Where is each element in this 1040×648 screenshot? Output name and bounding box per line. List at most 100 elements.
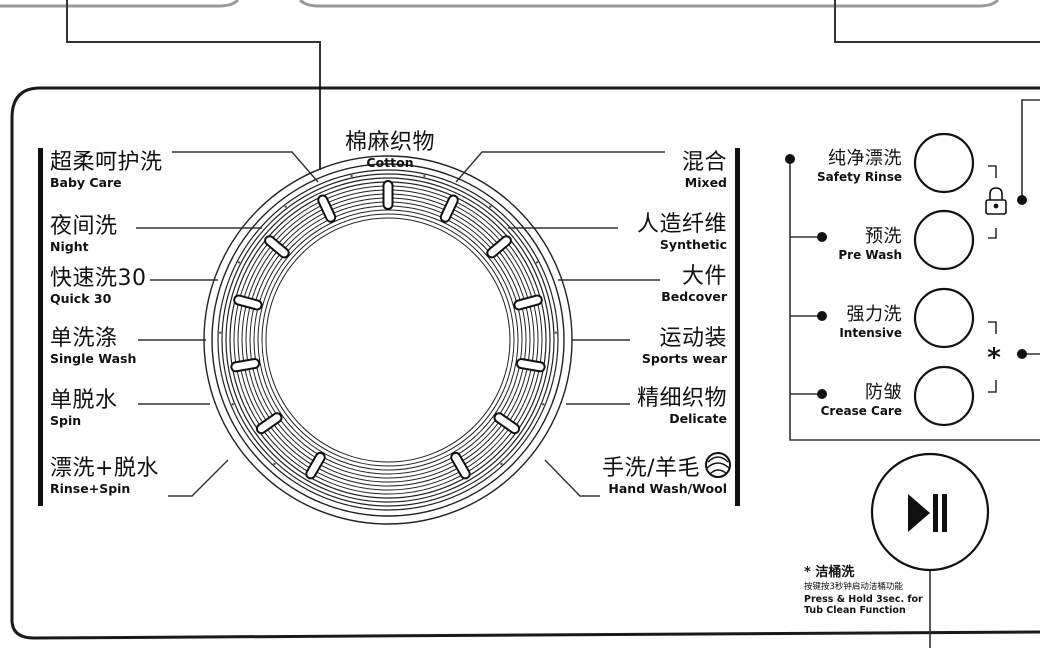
dial-program-mark (515, 358, 546, 373)
lock-icon (985, 187, 1007, 215)
dial-minor-tick (489, 205, 492, 208)
program-sports-wear-en: Sports wear (641, 351, 727, 366)
program-single-wash-en: Single Wash (50, 351, 137, 366)
dial-minor-tick (284, 205, 287, 208)
option-pre-wash-zh: 预洗 (865, 226, 902, 247)
tub-clean-zh-note: 按键按3秒钟启动洁桶功能 (804, 581, 903, 592)
program-hand-wash-wool-zh: 手洗/羊毛 (602, 456, 700, 481)
program-night-zh: 夜间洗 (50, 214, 118, 239)
program-dial[interactable] (203, 155, 573, 525)
option-group-lines (789, 99, 1040, 648)
program-synthetic-zh: 人造纤维 (636, 212, 727, 237)
program-bedcover-zh: 大件 (681, 264, 727, 289)
option-pre-wash-label: 预洗 Pre Wash (838, 226, 902, 262)
left-program-bracket (38, 148, 43, 506)
program-spin-zh: 单脱水 (50, 388, 118, 413)
tub-clean-en-line1: Press & Hold 3sec. for (804, 593, 923, 605)
program-baby-care-en: Baby Care (50, 175, 122, 190)
dial-rings (203, 155, 573, 525)
option-crease-care-en: Crease Care (820, 404, 902, 418)
dial-minor-tick (273, 462, 276, 466)
dial-minor-tick (231, 403, 234, 406)
program-cotton: 棉麻织物 Cotton (340, 132, 440, 170)
program-night: 夜间洗 Night (50, 216, 118, 254)
dial-program-mark (305, 451, 326, 480)
dial-program-mark (233, 294, 263, 311)
right-program-bracket (735, 148, 740, 506)
crease-care-button[interactable] (913, 365, 975, 427)
option-intensive-en: Intensive (839, 326, 902, 340)
panel-outline (10, 86, 1040, 640)
wool-icon (705, 452, 731, 478)
program-bedcover: 大件 Bedcover (661, 266, 727, 304)
option-intensive-zh: 强力洗 (846, 304, 902, 325)
dial-program-mark (382, 180, 394, 210)
program-cotton-zh: 棉麻织物 (344, 130, 435, 155)
program-mixed-en: Mixed (684, 175, 727, 190)
tub-clean-note: * 洁桶洗 按键按3秒钟启动洁桶功能 Press & Hold 3sec. fo… (804, 566, 923, 616)
program-mixed: 混合 Mixed (682, 152, 727, 190)
dial-program-mark (230, 358, 261, 373)
program-sports-wear: 运动装 Sports wear (642, 328, 727, 366)
program-spin-en: Spin (50, 413, 82, 428)
option-intensive-label: 强力洗 Intensive (839, 304, 902, 340)
option-crease-care-zh: 防皱 (865, 382, 902, 403)
program-leader-lines (136, 151, 665, 497)
program-bedcover-en: Bedcover (661, 289, 727, 304)
dial-minor-tick (237, 261, 241, 264)
tub-clean-en-line2: Tub Clean Function (804, 604, 906, 616)
dial-minor-tick (554, 331, 557, 334)
option-pre-wash-en: Pre Wash (838, 248, 902, 262)
top-leader-lines (0, 0, 1040, 170)
program-delicate: 精细织物 Delicate (637, 388, 727, 426)
dial-minor-tick (535, 261, 539, 264)
dial-program-mark (255, 412, 283, 435)
tub-clean-title: * 洁桶洗 (804, 565, 855, 580)
dial-minor-tick (219, 331, 222, 334)
program-cotton-en: Cotton (366, 155, 414, 170)
program-delicate-en: Delicate (669, 411, 727, 426)
dial-program-mark (450, 451, 471, 480)
program-synthetic-en: Synthetic (659, 237, 727, 252)
dial-program-mark (493, 412, 521, 435)
program-sports-wear-zh: 运动装 (659, 326, 727, 351)
pre-wash-button[interactable] (913, 209, 975, 271)
program-rinse-spin-zh: 漂洗+脱水 (50, 456, 159, 481)
option-safety-rinse-zh: 纯净漂洗 (828, 148, 902, 169)
program-rinse-spin-en: Rinse+Spin (50, 481, 131, 496)
dial-program-mark (264, 235, 290, 259)
option-safety-rinse-en: Safety Rinse (816, 170, 902, 184)
dial-minor-tick (500, 462, 503, 466)
program-mixed-zh: 混合 (681, 150, 727, 175)
dial-program-mark (513, 294, 543, 311)
start-pause-button[interactable] (870, 452, 990, 572)
program-synthetic: 人造纤维 Synthetic (637, 214, 727, 252)
program-rinse-spin: 漂洗+脱水 Rinse+Spin (50, 458, 159, 496)
tub-clean-star: * (987, 343, 1001, 373)
program-hand-wash-wool-en: Hand Wash/Wool (608, 481, 727, 496)
dial-minor-tick (350, 174, 353, 178)
option-safety-rinse-label: 纯净漂洗 Safety Rinse (816, 148, 902, 184)
program-quick-30: 快速洗30 Quick 30 (50, 268, 147, 306)
dial-program-marks (219, 174, 557, 480)
intensive-button[interactable] (913, 287, 975, 349)
program-quick-30-en: Quick 30 (50, 291, 112, 306)
play-pause-icon (908, 494, 947, 532)
dial-minor-tick (423, 174, 426, 178)
program-single-wash: 单洗涤 Single Wash (50, 328, 136, 366)
program-night-en: Night (50, 239, 89, 254)
program-baby-care-zh: 超柔呵护洗 (50, 150, 163, 175)
safety-rinse-button[interactable] (913, 132, 975, 194)
dial-program-mark (486, 235, 512, 259)
program-hand-wash-wool: 手洗/羊毛 Hand Wash/Wool (602, 456, 727, 496)
dial-minor-tick (542, 403, 545, 406)
program-single-wash-zh: 单洗涤 (50, 326, 118, 351)
program-delicate-zh: 精细织物 (636, 386, 727, 411)
dial-program-mark (439, 194, 459, 223)
program-baby-care: 超柔呵护洗 Baby Care (50, 152, 163, 190)
dial-program-mark (317, 194, 337, 223)
program-spin: 单脱水 Spin (50, 390, 118, 428)
program-quick-30-zh: 快速洗30 (50, 266, 147, 291)
option-crease-care-label: 防皱 Crease Care (820, 382, 902, 418)
